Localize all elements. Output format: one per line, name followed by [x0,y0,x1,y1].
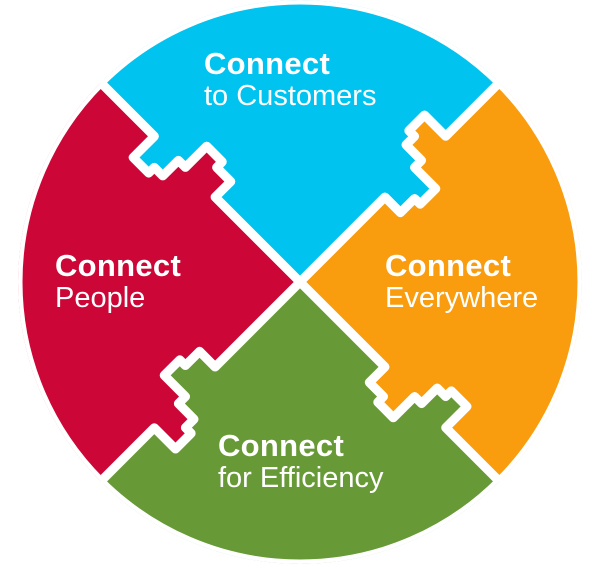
label-connect-for-efficiency: Connect for Efficiency [218,428,384,494]
label-connect-everywhere: Connect Everywhere [385,248,539,314]
label-bold: Connect [55,248,182,283]
label-light: People [55,281,146,314]
label-connect-people: Connect People [55,248,182,314]
label-light: to Customers [204,79,377,112]
puzzle-piece-people [18,78,305,486]
label-connect-to-customers: Connect to Customers [204,46,377,112]
label-bold: Connect [385,248,512,283]
label-light: for Efficiency [218,461,384,494]
label-bold: Connect [218,428,345,463]
label-bold: Connect [204,46,331,81]
label-light: Everywhere [385,281,539,314]
